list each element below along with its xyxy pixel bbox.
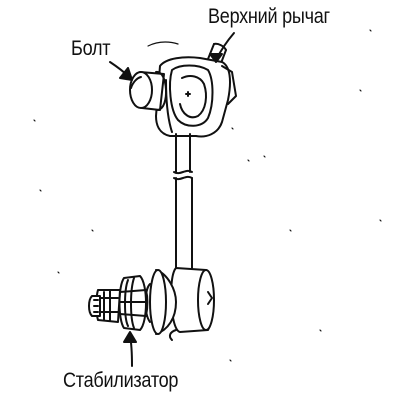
bushing-cone (144, 269, 177, 335)
upper-bracket (155, 56, 237, 138)
link-rod (173, 133, 193, 273)
leader-arrows (109, 32, 235, 367)
bolt-label: Болт (71, 37, 111, 60)
upper-arm-label: Верхний рычаг (208, 5, 330, 28)
bolt-head (129, 71, 167, 111)
scan-speckle (33, 29, 382, 362)
stabilizer-stud (88, 289, 121, 323)
stabilizer-label: Стабилизатор (63, 369, 179, 392)
washer-stack (118, 275, 149, 331)
